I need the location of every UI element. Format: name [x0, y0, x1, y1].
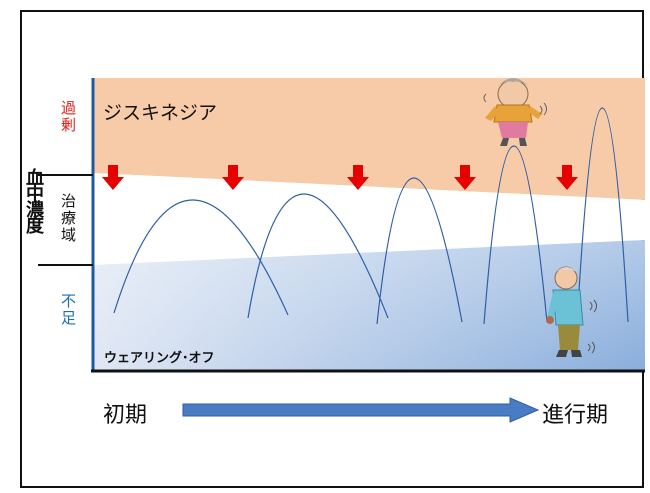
- dyskinesia-person-icon: [483, 78, 547, 146]
- dyskinesia-label: ジスキネジア: [103, 102, 218, 124]
- frozen-person-icon: [546, 266, 597, 357]
- dose-down-arrow-icon: [454, 165, 476, 190]
- therapeutic-zone: [93, 173, 645, 265]
- concentration-curve: [376, 177, 463, 325]
- early-stage-label: 初期: [103, 403, 148, 428]
- dose-down-arrow-icon: [347, 165, 369, 190]
- dose-down-arrow-icon: [222, 165, 244, 190]
- advanced-stage-label: 進行期: [542, 403, 609, 428]
- concentration-curve: [247, 193, 389, 319]
- concentration-curve: [576, 107, 629, 325]
- dose-down-arrow-icon: [102, 165, 124, 190]
- concentration-curve: [483, 145, 548, 325]
- wearing-off-label: ウェアリング･オフ: [104, 351, 215, 366]
- y-axis-label: 血中濃度: [23, 168, 44, 232]
- insufficient-zone-label: 不足: [59, 293, 77, 327]
- therapeutic-zone-label: 治療域: [59, 193, 77, 244]
- insufficient-zone-sheen: [93, 240, 645, 370]
- concentration-curve: [113, 199, 289, 316]
- excess-zone-label: 過剰: [59, 100, 77, 134]
- dose-down-arrow-icon: [556, 165, 578, 190]
- progress-arrow-icon: [182, 397, 540, 423]
